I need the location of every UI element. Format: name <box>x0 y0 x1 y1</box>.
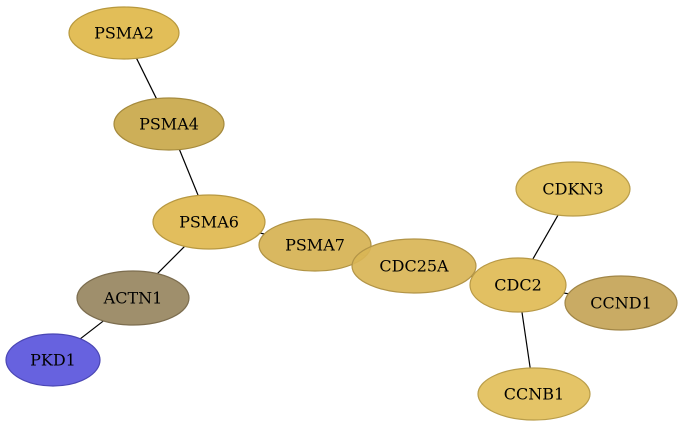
node-ellipse <box>68 6 180 60</box>
node-cdc2[interactable]: CDC2 <box>469 257 567 313</box>
node-ccnd1[interactable]: CCND1 <box>564 275 678 331</box>
node-pkd1[interactable]: PKD1 <box>5 333 101 387</box>
node-label: ACTN1 <box>103 289 163 308</box>
node-psma2[interactable]: PSMA2 <box>68 6 180 60</box>
node-label: CCND1 <box>590 294 652 313</box>
node-ellipse <box>113 97 225 151</box>
node-label: CDC2 <box>494 276 542 295</box>
node-label: PSMA4 <box>139 115 199 134</box>
node-ellipse <box>351 238 477 294</box>
edge-psma4-psma6 <box>178 149 199 196</box>
node-ellipse <box>469 257 567 313</box>
edge-cdc2-cdkn3 <box>532 214 559 260</box>
node-actn1[interactable]: ACTN1 <box>76 270 190 326</box>
node-psma7[interactable]: PSMA7 <box>258 218 372 272</box>
node-cdkn3[interactable]: CDKN3 <box>515 161 631 217</box>
node-label: PKD1 <box>30 351 76 370</box>
node-psma6[interactable]: PSMA6 <box>152 194 266 250</box>
edge-psma2-psma4 <box>135 58 158 99</box>
node-label: CDC25A <box>379 257 449 276</box>
node-label: PSMA2 <box>94 24 154 43</box>
edge-cdc2-ccnb1 <box>521 311 531 369</box>
node-ellipse <box>564 275 678 331</box>
node-label: PSMA7 <box>285 236 345 255</box>
node-ellipse <box>258 218 372 272</box>
node-psma4[interactable]: PSMA4 <box>113 97 225 151</box>
node-label: CCNB1 <box>504 385 564 404</box>
node-ellipse <box>515 161 631 217</box>
node-label: CDKN3 <box>542 180 603 199</box>
node-ellipse <box>76 270 190 326</box>
edge-psma6-actn1 <box>156 245 186 275</box>
node-ellipse <box>477 367 591 421</box>
node-ellipse <box>5 333 101 387</box>
node-ellipse <box>152 194 266 250</box>
node-label: PSMA6 <box>179 213 239 232</box>
edge-actn1-pkd1 <box>79 320 104 340</box>
node-cdc25a[interactable]: CDC25A <box>351 238 477 294</box>
node-ccnb1[interactable]: CCNB1 <box>477 367 591 421</box>
